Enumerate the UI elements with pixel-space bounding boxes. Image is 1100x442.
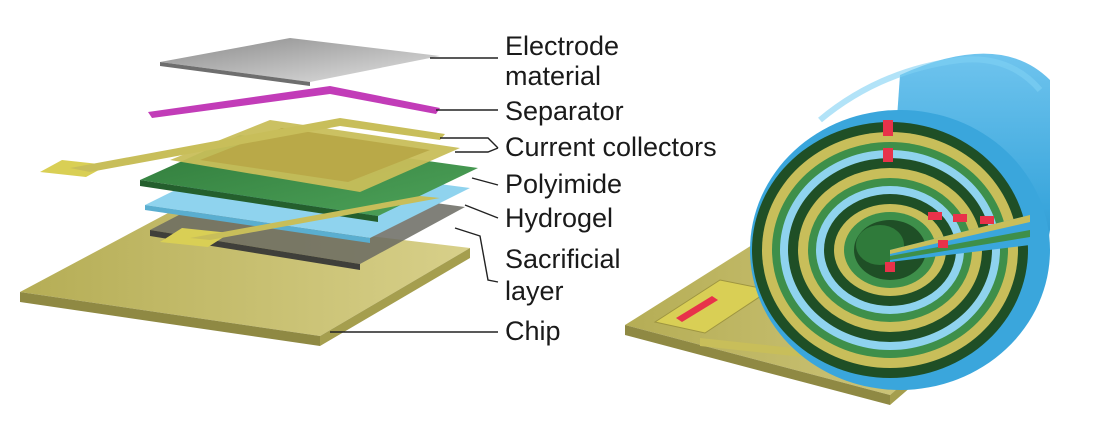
rolled-battery (625, 53, 1050, 405)
marker-4 (953, 214, 967, 222)
label-sacrificial-line1: Sacrificial (505, 244, 621, 274)
marker-5 (980, 216, 994, 224)
label-current-collectors: Current collectors (505, 132, 717, 162)
spiral-cross-section (752, 122, 1030, 378)
label-separator: Separator (505, 96, 624, 126)
red-markers (883, 120, 994, 272)
current-collector-upper (40, 118, 445, 177)
marker-1 (883, 120, 893, 136)
label-electrode-line1: Electrode (505, 31, 619, 61)
labels: Electrode material Separator Current col… (505, 31, 717, 346)
label-polyimide: Polyimide (505, 169, 622, 199)
label-hydrogel: Hydrogel (505, 203, 613, 233)
label-electrode-line2: material (505, 61, 601, 91)
label-sacrificial-line2: layer (505, 276, 564, 306)
marker-2 (883, 148, 893, 162)
leader-lines (330, 57, 499, 333)
electrode-layer (160, 38, 440, 86)
marker-3 (928, 212, 942, 220)
separator-layer (148, 86, 440, 118)
exploded-stack (20, 38, 478, 346)
contact-pads (653, 279, 830, 360)
marker-7 (885, 262, 895, 272)
marker-6 (938, 240, 948, 248)
label-chip: Chip (505, 316, 561, 346)
